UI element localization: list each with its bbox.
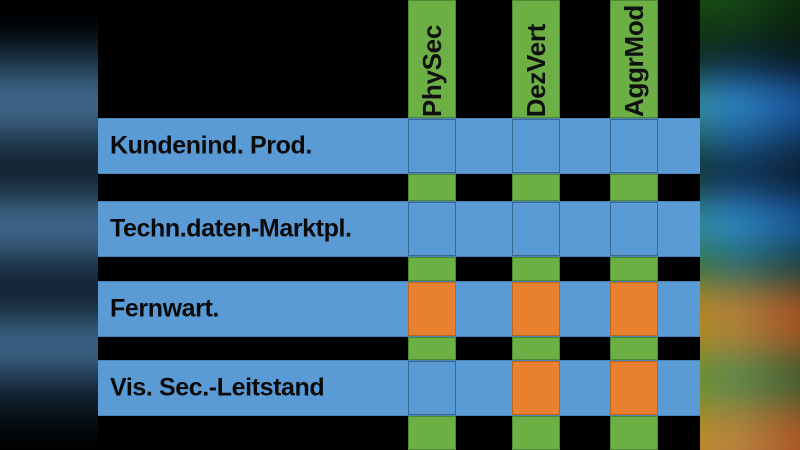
column-header-label: AggrMod (619, 5, 649, 117)
capability-matrix: PhySec DezVert AggrMod Kundenind. Prod. Tec… (98, 0, 700, 450)
matrix-cell-techn-daten-marktpl-physec[interactable] (408, 202, 456, 256)
row-label: Vis. Sec.-Leitstand (110, 373, 325, 402)
row-label: Fernwart. (110, 294, 219, 323)
column-marker-dezvert (512, 174, 560, 201)
matrix-row-vis-sec-leitstand[interactable]: Vis. Sec.-Leitstand (98, 360, 700, 416)
column-marker-dezvert (512, 416, 560, 450)
matrix-separator-sep-0 (98, 174, 700, 201)
matrix-cell-vis-sec-leitstand-physec[interactable] (408, 361, 456, 415)
matrix-cell-fernwart-physec[interactable] (408, 282, 456, 336)
column-header-physec[interactable]: PhySec (408, 0, 456, 118)
matrix-column-header-row: PhySec DezVert AggrMod (98, 0, 700, 118)
matrix-cell-vis-sec-leitstand-aggrmod[interactable] (610, 361, 658, 415)
matrix-cell-kundenind-prod-dezvert[interactable] (512, 119, 560, 173)
column-header-dezvert[interactable]: DezVert (512, 0, 560, 118)
column-marker-aggrmod (610, 337, 658, 360)
matrix-cell-kundenind-prod-aggrmod[interactable] (610, 119, 658, 173)
column-header-aggrmod[interactable]: AggrMod (610, 0, 658, 118)
column-marker-dezvert (512, 257, 560, 281)
column-header-label: DezVert (521, 23, 551, 117)
column-header-label: PhySec (417, 24, 447, 117)
matrix-cell-vis-sec-leitstand-dezvert[interactable] (512, 361, 560, 415)
column-marker-physec (408, 257, 456, 281)
matrix-cell-fernwart-aggrmod[interactable] (610, 282, 658, 336)
matrix-cell-techn-daten-marktpl-aggrmod[interactable] (610, 202, 658, 256)
column-marker-aggrmod (610, 174, 658, 201)
column-marker-physec (408, 337, 456, 360)
matrix-cell-techn-daten-marktpl-dezvert[interactable] (512, 202, 560, 256)
column-marker-aggrmod (610, 257, 658, 281)
matrix-row-kundenind-prod[interactable]: Kundenind. Prod. (98, 118, 700, 174)
row-label: Techn.daten-Marktpl. (110, 214, 352, 243)
column-marker-physec (408, 174, 456, 201)
column-marker-physec (408, 416, 456, 450)
matrix-separator-sep-2 (98, 337, 700, 360)
row-label: Kundenind. Prod. (110, 131, 312, 160)
column-marker-aggrmod (610, 416, 658, 450)
matrix-cell-fernwart-dezvert[interactable] (512, 282, 560, 336)
matrix-separator-sep-1 (98, 257, 700, 281)
matrix-cell-kundenind-prod-physec[interactable] (408, 119, 456, 173)
matrix-row-fernwart[interactable]: Fernwart. (98, 281, 700, 337)
matrix-separator-sep-3 (98, 416, 700, 450)
column-marker-dezvert (512, 337, 560, 360)
matrix-row-techn-daten-marktpl[interactable]: Techn.daten-Marktpl. (98, 201, 700, 257)
